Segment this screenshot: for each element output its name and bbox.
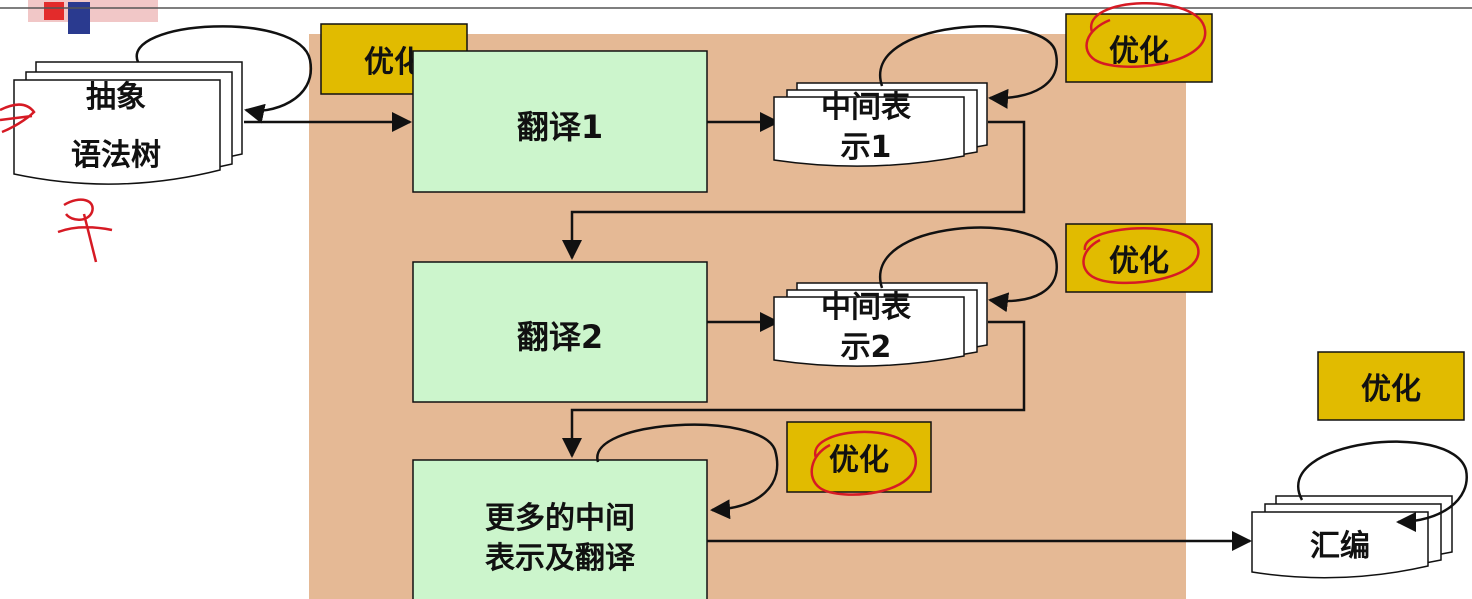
- optimize-tag-5-box: [1317, 351, 1465, 421]
- ir1-optimize-loop: [878, 25, 1058, 109]
- translate1-rect: [412, 50, 708, 193]
- ir2-label-line2: 示2: [841, 330, 892, 365]
- ast-document: 抽象 语法树: [13, 61, 243, 185]
- red-arrow-mark: [0, 103, 36, 134]
- more-translate-box: 更多的中间 表示及翻译: [412, 459, 708, 599]
- optimize-tag-3: 优化: [1065, 223, 1213, 293]
- ir1-page-front: [773, 96, 965, 167]
- ir1-label-line1: 中间表: [821, 90, 911, 125]
- optimize-tag-5-label: 优化: [1361, 372, 1421, 407]
- arrow-ir1-to-translate2: [562, 120, 1026, 260]
- more-translate-line2: 表示及翻译: [485, 541, 636, 576]
- more-translate-rect: [412, 459, 708, 599]
- arrow-ir2-to-more: [562, 320, 1026, 458]
- more-optimize-loop: [596, 423, 779, 520]
- red-circle-optimize-2: [1085, 1, 1207, 68]
- ir2-document: 中间表 示2: [773, 282, 988, 367]
- red-circle-optimize-3: [1082, 226, 1200, 285]
- translate2-box: 翻译2: [412, 261, 708, 403]
- ir2-label-line1: 中间表: [821, 290, 911, 325]
- optimize-tag-5: 优化: [1317, 351, 1465, 421]
- logo-blue-square: [68, 2, 90, 34]
- translate2-rect: [412, 261, 708, 403]
- asm-page-front: [1251, 511, 1429, 579]
- translate1-label: 翻译1: [517, 108, 603, 146]
- optimize-tag-2: 优化: [1065, 13, 1213, 83]
- slide-logo: [0, 0, 1472, 34]
- red-annotations: [0, 1, 1207, 496]
- red-circle-optimize-4: [810, 430, 917, 496]
- assembly-document: 汇编: [1251, 495, 1453, 579]
- ast-label-line2: 语法树: [71, 138, 161, 173]
- red-handwritten-note: [57, 198, 113, 263]
- ir1-document: 中间表 示1: [773, 82, 988, 167]
- optimize-tag-3-box: [1065, 223, 1213, 293]
- ast-doc-page-front: [13, 79, 221, 185]
- ast-optimize-loop: [135, 25, 313, 124]
- ir1-label-line2: 示1: [841, 130, 892, 165]
- ir2-optimize-loop: [878, 226, 1058, 313]
- ir2-page-front: [773, 296, 965, 367]
- more-translate-line1: 更多的中间: [485, 501, 635, 536]
- translate1-box: 翻译1: [412, 50, 708, 193]
- assembly-optimize-loop: [1297, 440, 1468, 532]
- logo-red-square: [44, 2, 64, 20]
- assembly-label: 汇编: [1310, 529, 1370, 564]
- ast-label-line1: 抽象: [86, 80, 146, 115]
- translate2-label: 翻译2: [517, 318, 603, 356]
- optimize-tag-3-label: 优化: [1109, 244, 1169, 279]
- optimize-tag-4-label: 优化: [829, 443, 889, 478]
